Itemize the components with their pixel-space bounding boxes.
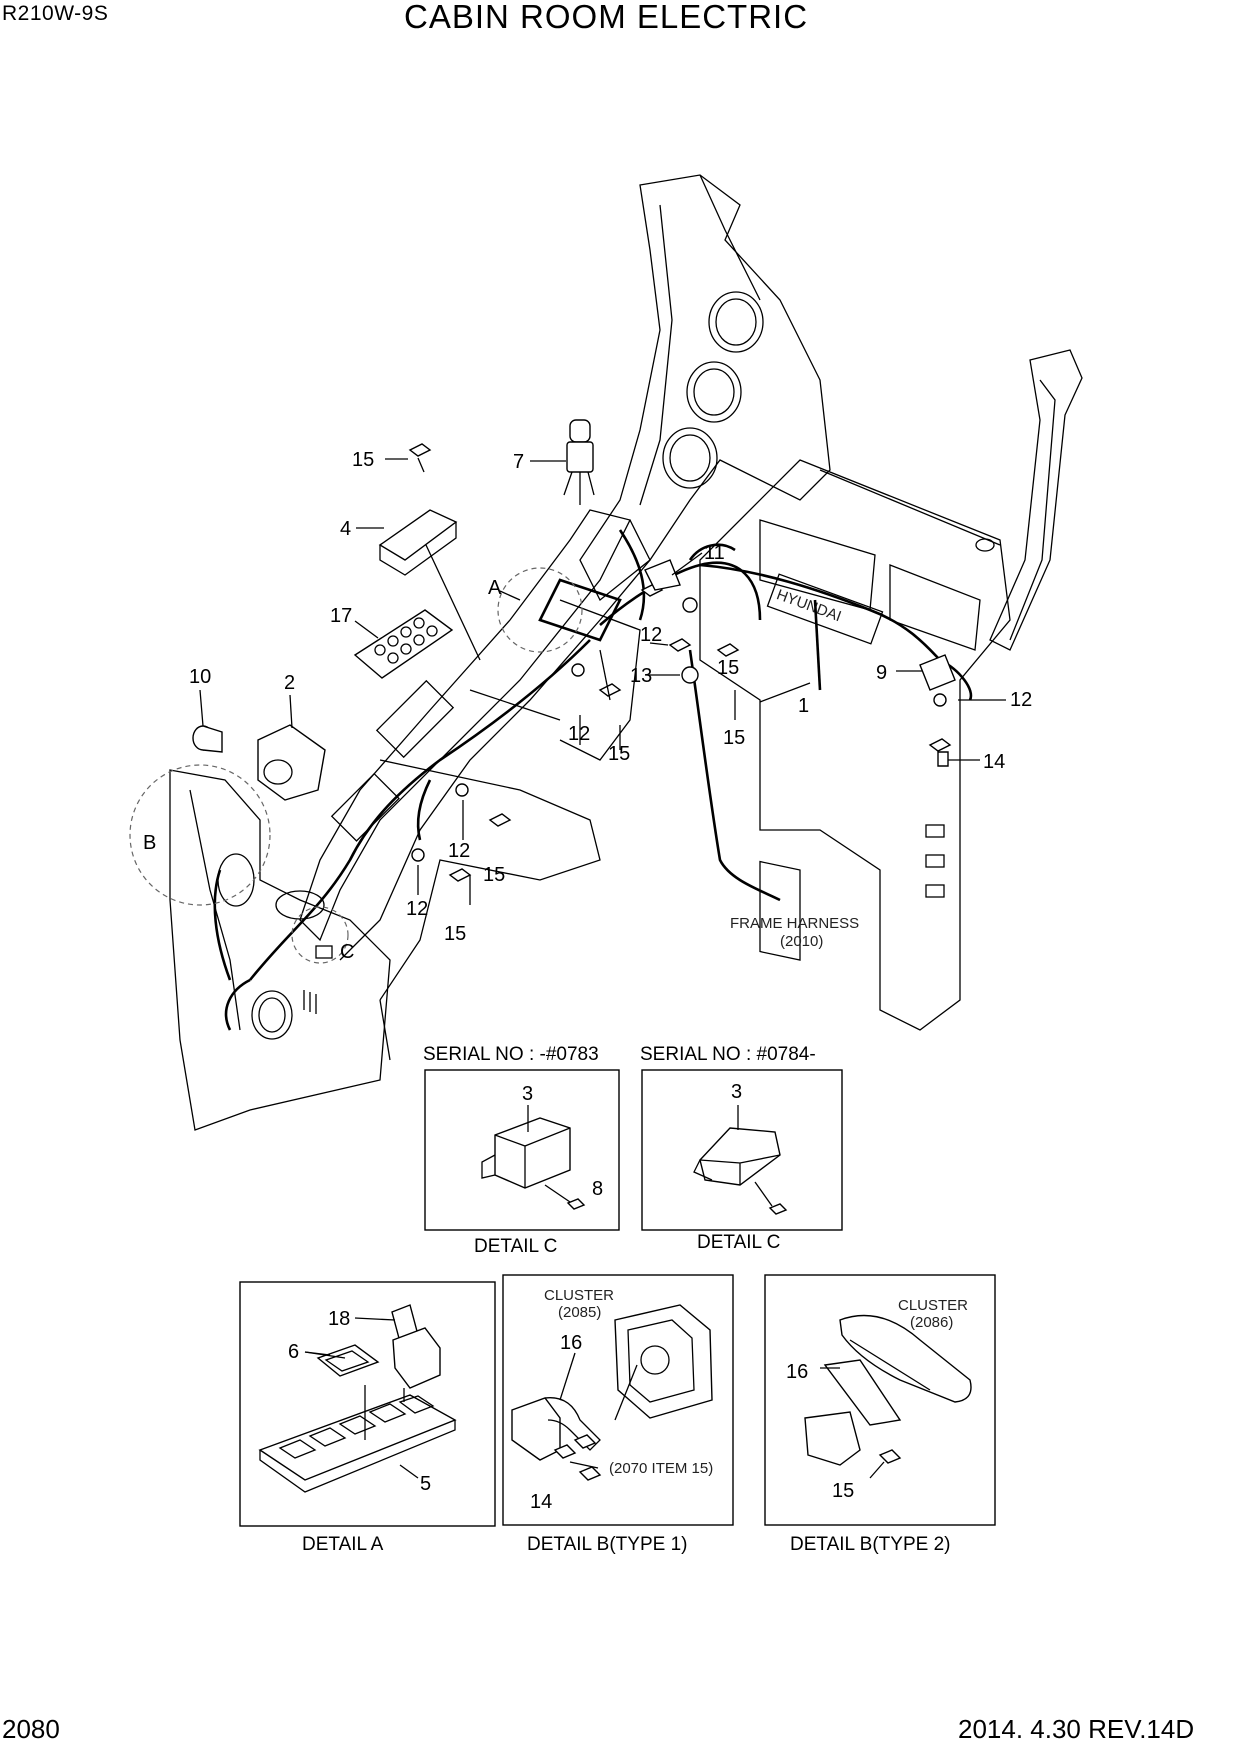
wire-harness [213,529,973,1031]
callout-15-lower: 15 [483,864,505,886]
revision-date: 2014. 4.30 REV.14D [958,1714,1195,1744]
callout-2: 2 [284,672,295,694]
main-callouts: 15 7 4 11 17 A 12 2 10 15 13 9 12 1 12 1… [143,449,1032,963]
callout-12-right: 12 [1010,689,1032,711]
detail-a: 18 6 5 DETAIL A [239,1281,496,1555]
detail-b1-frame [502,1274,734,1526]
detail-b1-cluster-ref: (2085) [558,1304,601,1321]
detail-b2-cluster-ref: (2086) [910,1314,953,1331]
detail-b2-caption: DETAIL B(TYPE 2) [790,1534,950,1555]
detail-b-type2: CLUSTER (2086) 16 15 DETAIL B(TYPE 2) [764,1274,996,1555]
detail-b1-cluster-label: CLUSTER [544,1287,614,1304]
callout-9: 9 [876,662,887,684]
callout-17: 17 [330,605,352,627]
callout-10: 10 [189,666,211,688]
detail-c1-callout-3: 3 [522,1083,533,1105]
detail-a-callout-18: 18 [328,1308,350,1330]
callout-12-upper: 12 [640,624,662,646]
page-title: CABIN ROOM ELECTRIC [404,0,809,35]
frame-harness-ref: (2010) [780,933,823,950]
detail-c1-serial: SERIAL NO : -#0783 [423,1044,599,1065]
detail-c2-callout-3: 3 [731,1081,742,1103]
detail-c2-frame [641,1069,843,1231]
callout-15-top: 15 [352,449,374,471]
detail-b1-caption: DETAIL B(TYPE 1) [527,1534,687,1555]
callout-7: 7 [513,451,524,473]
page-number: 2080 [2,1714,60,1744]
detail-c-serial-late: SERIAL NO : #0784- 3 DETAIL C [640,1044,843,1253]
detail-c1-frame [424,1069,620,1231]
detail-a-caption: DETAIL A [302,1534,384,1555]
callout-15-bottom: 15 [444,923,466,945]
callout-15-mid-right: 15 [717,657,739,679]
callout-12-bottom: 12 [406,898,428,920]
callout-14: 14 [983,751,1005,773]
detail-b1-item-note: (2070 ITEM 15) [609,1460,713,1477]
callout-15-right: 15 [723,727,745,749]
detail-b1-callout-14: 14 [530,1491,552,1513]
detail-c2-serial: SERIAL NO : #0784- [640,1044,816,1065]
detail-b1-callout-16: 16 [560,1332,582,1354]
callout-11: 11 [704,542,725,564]
detail-c-serial-early: SERIAL NO : -#0783 3 8 DETAIL C [423,1044,620,1257]
callout-detail-a: A [488,577,502,599]
components [129,419,956,1014]
callout-1: 1 [798,695,809,717]
callout-12-center: 12 [568,723,590,745]
detail-c1-callout-8: 8 [592,1178,603,1200]
callout-4: 4 [340,518,351,540]
frame-harness-label: FRAME HARNESS [730,915,859,932]
detail-b2-frame [764,1274,996,1526]
detail-b2-cluster-label: CLUSTER [898,1297,968,1314]
model-number: R210W-9S [2,2,109,25]
detail-c2-caption: DETAIL C [697,1232,780,1253]
detail-a-callout-6: 6 [288,1341,299,1363]
hyundai-logo-text: HYUNDAI [774,586,843,625]
leader-lines [199,458,1006,905]
detail-b2-callout-16: 16 [786,1361,808,1383]
callout-15-center: 15 [608,743,630,765]
callout-detail-c: C [340,941,354,963]
callout-detail-b: B [143,832,156,854]
detail-b2-callout-15: 15 [832,1480,854,1502]
detail-c1-caption: DETAIL C [474,1236,557,1257]
callout-12-lower: 12 [448,840,470,862]
cabin-structure: HYUNDAI [169,174,1083,1131]
detail-a-frame [239,1281,496,1527]
detail-b-type1: CLUSTER (2085) 16 (2070 ITEM 15) 14 DETA… [502,1274,734,1555]
callout-13: 13 [630,665,652,687]
detail-a-callout-5: 5 [420,1473,431,1495]
